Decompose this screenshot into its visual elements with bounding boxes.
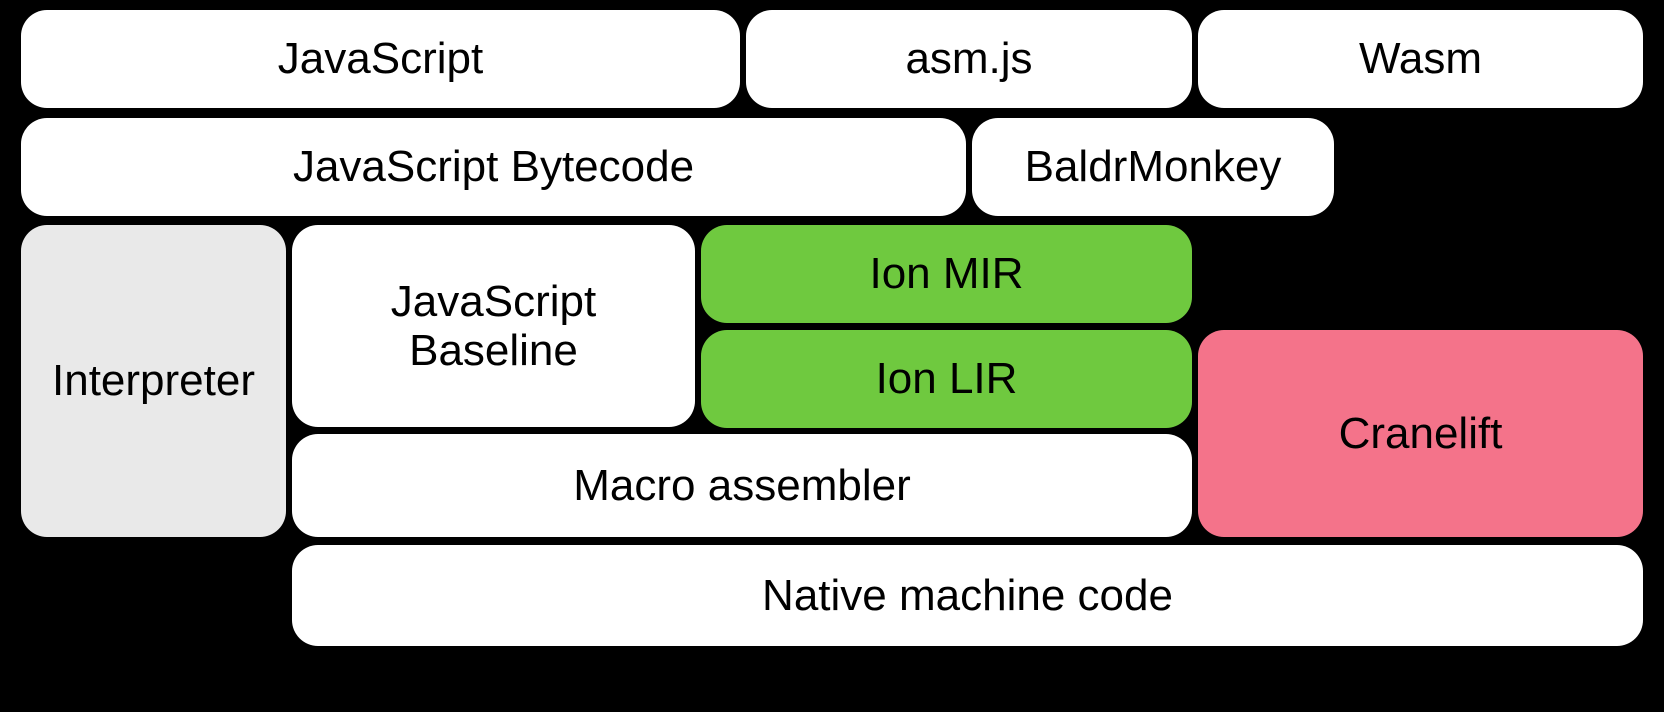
node-native-machine-code: Native machine code xyxy=(292,545,1643,646)
node-interpreter: Interpreter xyxy=(21,225,286,537)
node-javascript-baseline: JavaScript Baseline xyxy=(292,225,695,427)
node-macro-assembler: Macro assembler xyxy=(292,434,1192,537)
node-asm-js: asm.js xyxy=(746,10,1192,108)
node-ion-mir: Ion MIR xyxy=(701,225,1192,323)
node-baldrmonkey: BaldrMonkey xyxy=(972,118,1334,216)
node-wasm: Wasm xyxy=(1198,10,1643,108)
node-javascript-bytecode: JavaScript Bytecode xyxy=(21,118,966,216)
node-cranelift: Cranelift xyxy=(1198,330,1643,537)
node-javascript: JavaScript xyxy=(21,10,740,108)
node-ion-lir: Ion LIR xyxy=(701,330,1192,428)
